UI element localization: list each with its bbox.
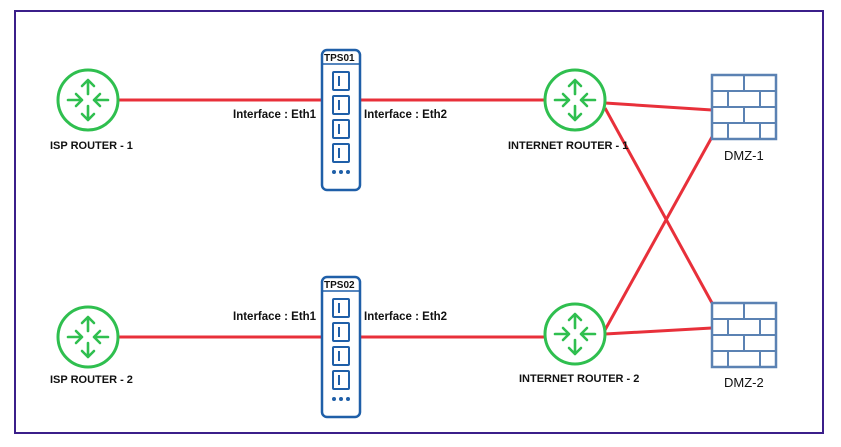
links [118,98,714,339]
tps02-label: TPS02 [324,280,355,291]
internet-router-2-label: INTERNET ROUTER - 2 [519,373,640,385]
firewall-icon [710,73,778,141]
tps01-label: TPS01 [324,53,355,64]
isp-router-1-label: ISP ROUTER - 1 [50,140,133,152]
firewall-icon [710,301,778,369]
router-icon [56,68,120,132]
diagram-frame [14,10,824,434]
router-icon [543,302,607,366]
link-inet2-dmz2 [604,326,713,336]
isp-router-2-label: ISP ROUTER - 2 [50,374,133,386]
router-icon [543,68,607,132]
link-inet1-dmz1 [604,101,713,112]
tps02-eth2-label: Interface : Eth2 [364,311,448,323]
router-icon [56,305,120,369]
internet-router-1-label: INTERNET ROUTER - 1 [508,140,629,152]
dmz-2-label: DMZ-2 [724,375,764,390]
tps-appliance-icon [320,48,362,192]
tps01-eth1-label: Interface : Eth1 [233,109,317,121]
tps02-eth1-label: Interface : Eth1 [233,311,317,323]
link-inet2-dmz1 [603,136,714,331]
link-inet1-dmz2 [603,107,714,304]
dmz-1-label: DMZ-1 [724,148,764,163]
tps-appliance-icon [320,275,362,419]
tps01-eth2-label: Interface : Eth2 [364,109,448,121]
